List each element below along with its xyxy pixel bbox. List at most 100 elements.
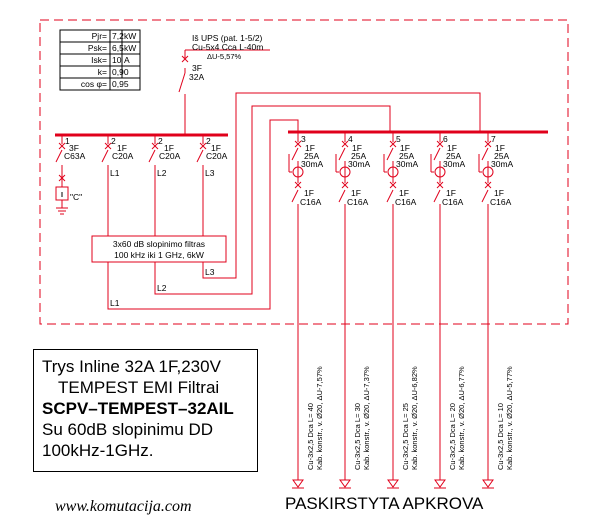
rcd-rating: 25A bbox=[351, 151, 366, 161]
cable-installation: Kab. konstr., v. Ø20, ΔU-7,37% bbox=[362, 366, 371, 470]
supply-voltage-drop: ΔU-5,57% bbox=[207, 52, 242, 61]
rcd-rating: 25A bbox=[304, 151, 319, 161]
mcb-rating: C16A bbox=[347, 197, 369, 207]
emi-filter-box bbox=[91, 235, 227, 263]
feeder-line-label: L3 bbox=[205, 168, 215, 178]
return-line-label: L3 bbox=[205, 267, 215, 277]
output-circuit-6 bbox=[430, 132, 446, 489]
rcd-sensitivity: 30mA bbox=[396, 159, 419, 169]
feeder-number: 1 bbox=[65, 136, 70, 146]
param-label: Pjr= bbox=[92, 31, 107, 41]
mcb-poles: 1F bbox=[304, 188, 314, 198]
output-number: 7 bbox=[491, 134, 496, 144]
mcb-rating: C16A bbox=[395, 197, 417, 207]
rcd-sensitivity: 30mA bbox=[348, 159, 371, 169]
caption-line4: Su 60dB slopinimu DD bbox=[42, 420, 214, 439]
param-label: k= bbox=[98, 67, 107, 77]
caption-model: SCPV–TEMPEST–32AIL bbox=[42, 399, 234, 418]
supply-breaker-poles: 3F bbox=[192, 63, 202, 73]
rcd-sensitivity: 30mA bbox=[443, 159, 466, 169]
param-unit: kW bbox=[124, 43, 136, 53]
cable-spec: Cu-3x2,5 Dca L= 25 bbox=[401, 403, 410, 470]
cable-installation: Kab. konstr., v. Ø20, ΔU-6,82% bbox=[410, 366, 419, 470]
mcb-rating: C16A bbox=[442, 197, 464, 207]
cable-spec: Cu-3x2,5 Dca L= 30 bbox=[353, 403, 362, 470]
return-l3 bbox=[202, 92, 481, 279]
rcd-rating: 25A bbox=[446, 151, 461, 161]
mcb-poles: 1F bbox=[351, 188, 361, 198]
param-value: 0,95 bbox=[112, 79, 129, 89]
param-value: 0,90 bbox=[112, 67, 129, 77]
caption-line1: Trys Inline 32A 1F,230V bbox=[42, 357, 221, 376]
cable-installation: Kab. konstr., v. Ø20, ΔU-5,77% bbox=[505, 366, 514, 470]
output-circuit-3 bbox=[288, 132, 304, 489]
cable-installation: Kab. konstr., v. Ø20, ΔU-7,57% bbox=[315, 366, 324, 470]
supply-cable-label: Cu-5x4 Cca L-40m bbox=[192, 42, 263, 52]
param-unit: kW bbox=[124, 31, 136, 41]
supply-breaker-rating: 32A bbox=[189, 72, 204, 82]
param-value: 6,5 bbox=[112, 43, 124, 53]
mcb-poles: 1F bbox=[446, 188, 456, 198]
output-number: 5 bbox=[396, 134, 401, 144]
feeder-rating: C20A bbox=[159, 151, 181, 161]
rcd-poles: 1F bbox=[305, 143, 315, 153]
feeder-poles: 3F bbox=[69, 143, 79, 153]
return-l1 bbox=[107, 119, 299, 310]
feeder-poles: 1F bbox=[211, 143, 221, 153]
mcb-rating: C16A bbox=[300, 197, 322, 207]
load-label: PASKIRSTYTA APKROVA bbox=[285, 494, 484, 513]
cable-spec: Cu-3x2,5 Dca L= 40 bbox=[306, 403, 315, 470]
ground-label: "C" bbox=[70, 192, 82, 202]
rcd-poles: 1F bbox=[400, 143, 410, 153]
cable-installation: Kab. konstr., v. Ø20, ΔU-6,77% bbox=[457, 366, 466, 470]
feeder-rating: C63A bbox=[64, 151, 86, 161]
return-line-label: L2 bbox=[157, 283, 167, 293]
output-circuit-7 bbox=[478, 132, 494, 489]
return-line-label: L1 bbox=[110, 298, 120, 308]
feeder-l3-wiring bbox=[196, 135, 207, 236]
supply-source-label: Iš UPS (pat. 1-5/2) bbox=[192, 33, 263, 43]
website-link[interactable]: www.komutacija.com bbox=[55, 498, 192, 515]
output-number: 4 bbox=[348, 134, 353, 144]
output-circuit-5 bbox=[383, 132, 399, 489]
cable-spec: Cu-3x2,5 Dca L= 10 bbox=[496, 403, 505, 470]
feeder-poles: 1F bbox=[164, 143, 174, 153]
feeder-l2-wiring bbox=[148, 135, 159, 236]
feeder-number: 2 bbox=[158, 136, 163, 146]
feeder-number: 2 bbox=[206, 136, 211, 146]
param-label: Psk= bbox=[88, 43, 107, 53]
feeder-line-label: L2 bbox=[157, 168, 167, 178]
rcd-rating: 25A bbox=[494, 151, 509, 161]
rcd-poles: 1F bbox=[352, 143, 362, 153]
parameters-table bbox=[59, 29, 141, 91]
param-unit: A bbox=[124, 55, 130, 65]
feeder-rating: C20A bbox=[206, 151, 228, 161]
product-caption: Trys Inline 32A 1F,230V TEMPEST EMI Filt… bbox=[33, 349, 258, 472]
feeder-l1-wiring bbox=[101, 135, 112, 236]
param-value: 10 bbox=[112, 55, 122, 65]
return-l2 bbox=[154, 105, 391, 295]
feeder-poles: 1F bbox=[117, 143, 127, 153]
output-circuit-4 bbox=[335, 132, 351, 489]
enclosure-dashed-border bbox=[39, 19, 569, 325]
mcb-rating: C16A bbox=[490, 197, 512, 207]
filter-label-line1: 3x60 dB slopinimo filtras bbox=[113, 239, 205, 249]
cable-spec: Cu-3x2,5 Dca L= 20 bbox=[448, 403, 457, 470]
mcb-poles: 1F bbox=[399, 188, 409, 198]
caption-line5: 100kHz-1GHz. bbox=[42, 441, 154, 460]
param-label: Isk= bbox=[91, 55, 107, 65]
feeder-number: 2 bbox=[111, 136, 116, 146]
param-label: cos φ= bbox=[81, 79, 107, 89]
rcd-sensitivity: 30mA bbox=[301, 159, 324, 169]
rcd-poles: 1F bbox=[447, 143, 457, 153]
feeder-line-label: L1 bbox=[110, 168, 120, 178]
rcd-sensitivity: 30mA bbox=[491, 159, 514, 169]
rcd-rating: 25A bbox=[399, 151, 414, 161]
feeder-rating: C20A bbox=[112, 151, 134, 161]
rcd-poles: 1F bbox=[495, 143, 505, 153]
supply-breaker-contact bbox=[178, 72, 186, 93]
output-number: 3 bbox=[301, 134, 306, 144]
mcb-poles: 1F bbox=[494, 188, 504, 198]
output-number: 6 bbox=[443, 134, 448, 144]
